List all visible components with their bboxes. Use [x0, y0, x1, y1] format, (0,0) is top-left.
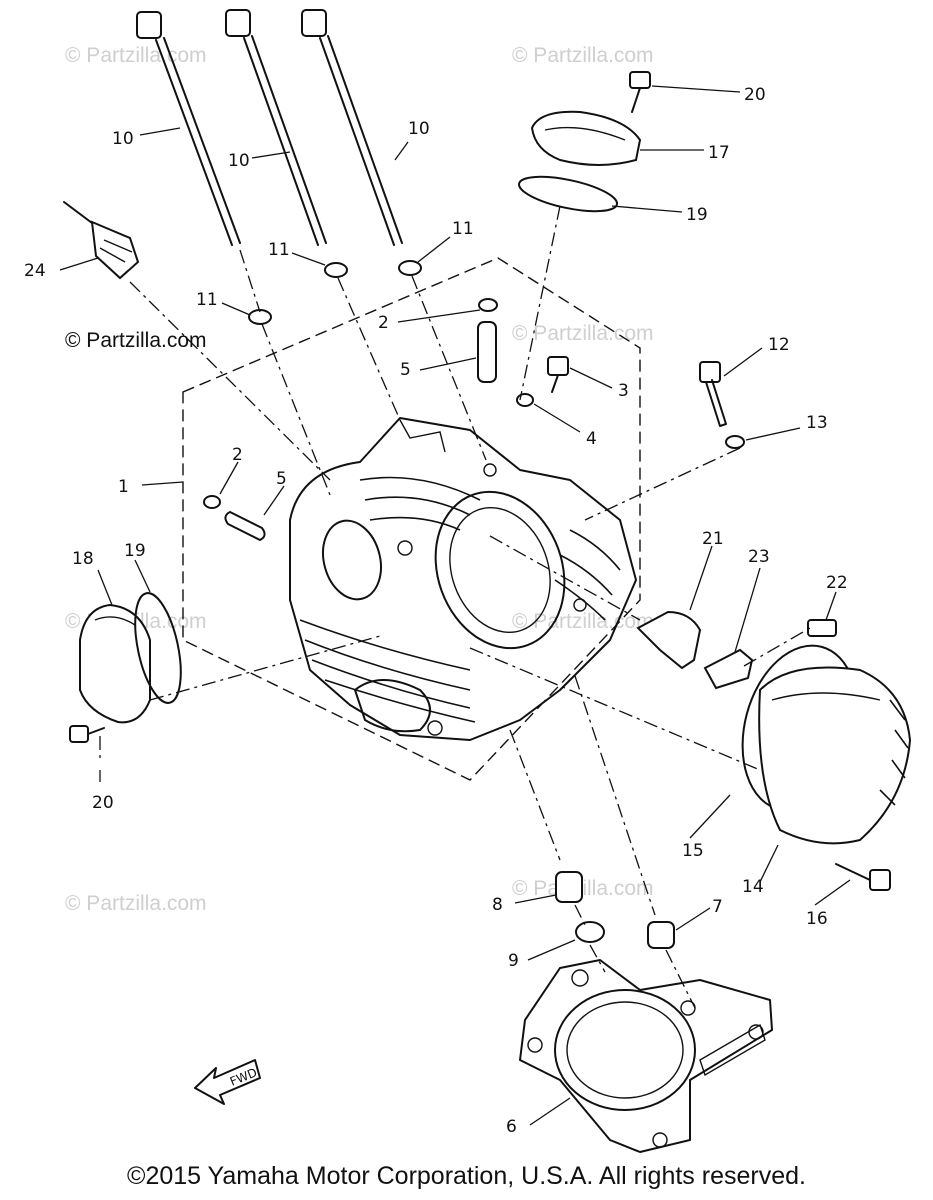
leader-lines — [59, 85, 851, 1126]
copyright-notice: ©2015 Yamaha Motor Corporation, U.S.A. A… — [127, 1162, 806, 1190]
bolt-3 — [516, 356, 569, 407]
tappet-cover-side — [69, 592, 182, 743]
washer-group — [248, 260, 422, 325]
callout-label: 20 — [744, 85, 766, 105]
callout-label: 13 — [806, 413, 828, 433]
callout-label: 3 — [618, 381, 629, 401]
callout-label: 5 — [400, 360, 411, 380]
callout-label: 6 — [506, 1117, 517, 1137]
callout-label: 4 — [586, 429, 597, 449]
cylinder-head-cover — [741, 644, 912, 891]
watermark-group: © Partzilla.com © Partzilla.com © Partzi… — [65, 44, 654, 915]
watermark: © Partzilla.com — [65, 329, 207, 352]
callout-label: 12 — [768, 335, 790, 355]
dowel-group — [555, 871, 675, 949]
forward-arrow: FWD — [194, 1059, 261, 1105]
pushrod — [301, 9, 403, 246]
tappet-cover-upper — [518, 71, 651, 213]
cylinder-head — [289, 417, 637, 741]
callout-label: 10 — [112, 129, 134, 149]
callout-label: 11 — [196, 290, 218, 310]
callout-label: 21 — [702, 529, 724, 549]
callout-label: 20 — [92, 793, 114, 813]
callout-label: 17 — [708, 143, 730, 163]
pushrod — [136, 11, 241, 246]
callout-label: 22 — [826, 573, 848, 593]
callout-label: 10 — [228, 151, 250, 171]
callout-labels: 10 10 10 11 11 11 24 2 5 3 4 12 13 20 17… — [24, 85, 848, 1137]
clip-and-dowel-group — [203, 298, 498, 542]
callout-label: 15 — [682, 841, 704, 861]
callout-label: 18 — [72, 549, 94, 569]
assembly-outline — [182, 257, 641, 781]
callout-label: 1 — [118, 477, 129, 497]
assembly-lines — [99, 205, 811, 1009]
callout-label: 11 — [452, 219, 474, 239]
pushrod-group — [136, 9, 403, 246]
watermark: © Partzilla.com — [65, 892, 207, 915]
pushrod — [225, 9, 327, 246]
callout-label: 19 — [124, 541, 146, 561]
callout-label: 7 — [712, 897, 723, 917]
callout-label: 2 — [378, 313, 389, 333]
callout-label: 2 — [232, 445, 243, 465]
watermark: © Partzilla.com — [512, 610, 654, 633]
callout-label: 23 — [748, 547, 770, 567]
callout-label: 24 — [24, 261, 46, 281]
callout-label: 10 — [408, 119, 430, 139]
breather-assembly — [636, 610, 837, 690]
callout-label: 16 — [806, 909, 828, 929]
callout-label: 5 — [276, 469, 287, 489]
callout-label: 19 — [686, 205, 708, 225]
spark-plug — [63, 201, 140, 280]
watermark: © Partzilla.com — [512, 322, 654, 345]
bolt-12 — [699, 361, 745, 449]
callout-label: 9 — [508, 951, 519, 971]
head-gasket — [519, 959, 773, 1153]
watermark: © Partzilla.com — [512, 44, 654, 67]
watermark: © Partzilla.com — [65, 44, 207, 67]
callout-label: 11 — [268, 240, 290, 260]
callout-label: 8 — [492, 895, 503, 915]
callout-label: 14 — [742, 877, 764, 897]
